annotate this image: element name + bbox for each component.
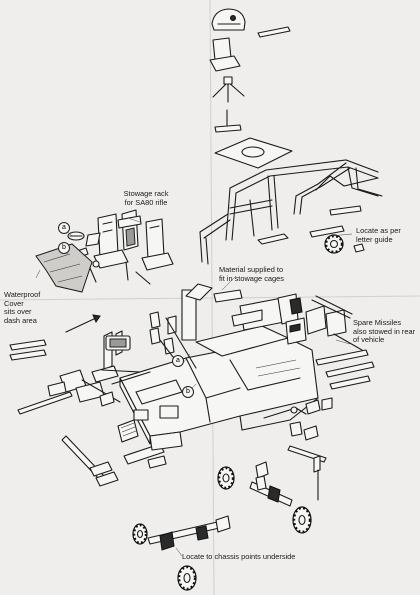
- waterproof-cover-label: Waterproof Cover sits over dash area: [4, 290, 41, 325]
- wheel-front-lower: [177, 565, 197, 591]
- roll-cage-side-left: [199, 213, 231, 265]
- rear-axle-part: [249, 475, 293, 507]
- seat-part-top: [209, 37, 241, 72]
- post-part: [214, 109, 242, 133]
- rifle-rack-part: [117, 209, 142, 251]
- callout-b-hull: b: [182, 386, 194, 398]
- roll-cage-frame: [225, 159, 383, 245]
- material-supplied-label: Material supplied to fit in stowage cage…: [219, 265, 284, 283]
- waterproof-cover-part: [35, 243, 97, 293]
- steering-wheel-part: [67, 231, 85, 241]
- callout-a-hull: a: [172, 355, 184, 367]
- hull-small-parts: [99, 311, 197, 407]
- wheel-bottom-left: [217, 466, 235, 490]
- chassis-points-label: Locate to chassis points underside: [182, 552, 296, 561]
- callout-a-left: a: [58, 222, 70, 234]
- radio-part: [181, 283, 263, 341]
- axle-rod-part: [255, 445, 327, 501]
- bars-right: [305, 349, 375, 415]
- bars-left: [9, 330, 123, 371]
- front-wheel-top-right: [324, 234, 365, 254]
- jerrycan-part: [105, 335, 131, 351]
- grille-part: [117, 419, 139, 443]
- locate-letter-guide-label: Locate as per letter guide: [356, 226, 401, 244]
- spare-missiles-label: Spare Missiles also stowed in rear of ve…: [353, 318, 416, 345]
- missile-cage-part: [285, 295, 363, 351]
- ring-mount-plate: [214, 137, 293, 169]
- antenna-part-left: [65, 314, 101, 333]
- pin-part-top: [257, 26, 291, 38]
- exhaust-part: [263, 406, 319, 441]
- wheel-front-upper: [132, 523, 148, 545]
- bumper-part-left: [61, 435, 119, 487]
- tripod-part: [212, 76, 245, 103]
- front-axle-part: [147, 515, 231, 551]
- vehicle-hull: [119, 337, 319, 451]
- stowage-rack-label: Stowage rack for SA80 rifle: [123, 189, 169, 207]
- seat-right: [141, 218, 174, 271]
- wheel-bottom-right: [292, 506, 312, 534]
- callout-b-left: b: [58, 242, 70, 254]
- seat-left: [93, 213, 129, 269]
- helmet-part: [211, 8, 246, 31]
- pole-part: [17, 391, 73, 415]
